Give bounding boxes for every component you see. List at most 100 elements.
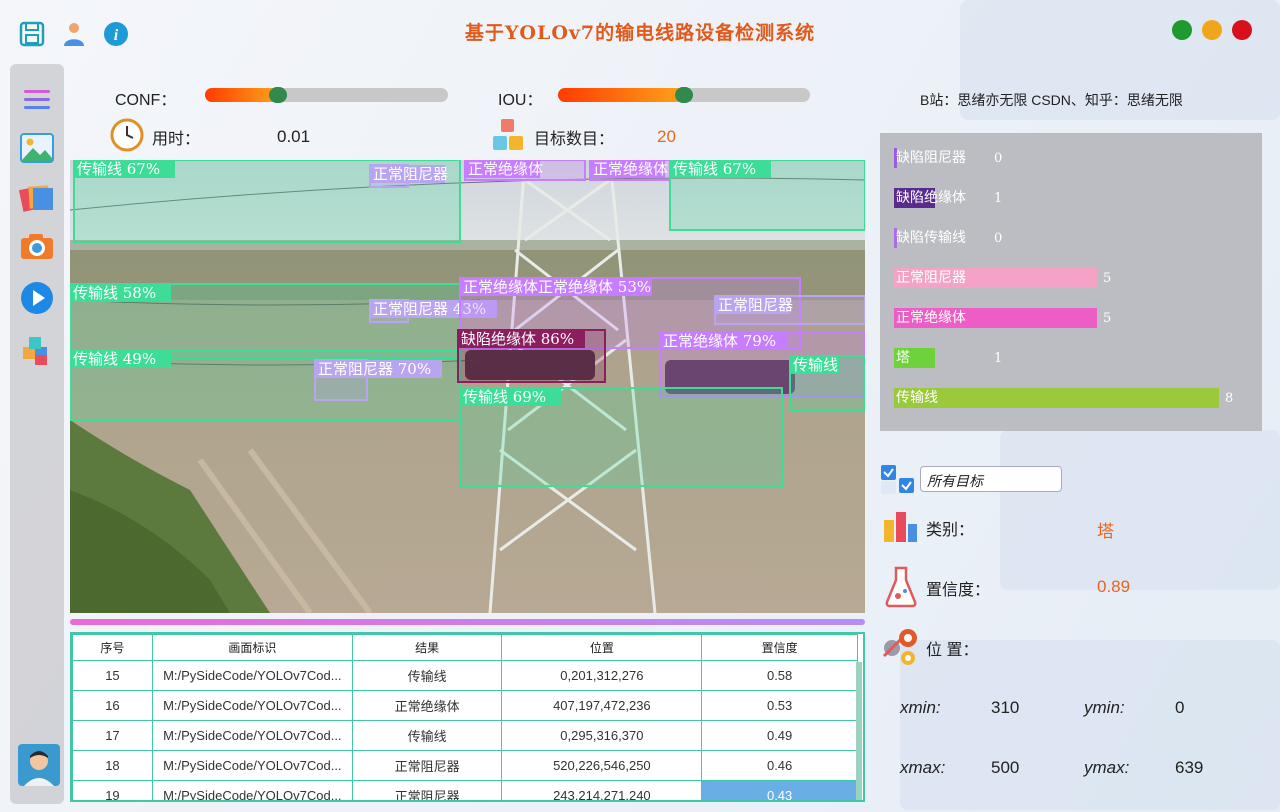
stat-label: 缺陷传输线 (896, 230, 966, 246)
detection-label: 正常绝缘体 79% (663, 332, 776, 350)
detection-label-bg (670, 160, 771, 178)
table-cell: 243,214,271,240 (501, 780, 703, 800)
column-header[interactable]: 结果 (351, 634, 503, 661)
checkbox-icon[interactable] (880, 464, 916, 500)
stat-bar: 正常绝缘体 (894, 308, 1097, 328)
table-cell: 0.53 (701, 690, 858, 721)
detection-label-bg (790, 356, 839, 374)
results-table[interactable]: 序号 画面标识 结果 位置 置信度 15 M:/PySideCode/YOLOv… (70, 632, 865, 802)
detection-label-bg (315, 360, 442, 378)
table-scrollbar[interactable] (856, 662, 862, 800)
sidebar (10, 64, 64, 804)
time-label: 用时： (152, 131, 201, 148)
column-header[interactable]: 位置 (501, 634, 703, 661)
avatar[interactable] (18, 744, 60, 786)
svg-text:i: i (114, 27, 119, 44)
table-cell: 0.58 (701, 660, 858, 691)
ymax-value: 639 (1175, 758, 1204, 777)
detection-label: 传输线 49% (73, 350, 156, 368)
window-controls (1172, 20, 1252, 40)
detection-label: 正常绝缘体 (593, 160, 668, 178)
info-icon[interactable]: i (102, 20, 130, 48)
position-label: 位 置： (926, 642, 979, 659)
stat-count: 5 (1103, 310, 1112, 326)
credit-text: B站：思绪亦无限 CSDN、知乎：思绪无限 (920, 92, 1183, 108)
play-icon[interactable] (10, 278, 64, 318)
cube-icon[interactable] (10, 330, 64, 370)
table-cell: 15 (72, 660, 153, 691)
detection-label-bg (370, 165, 445, 183)
category-value: 塔 (1097, 522, 1114, 541)
table-row-selected[interactable]: 19 M:/PySideCode/YOLOv7Cod... 正常阻尼器 243,… (72, 780, 858, 800)
detection-label-bg (460, 388, 561, 406)
stat-count: 1 (994, 350, 1003, 366)
table-cell: 正常阻尼器 (351, 750, 503, 781)
folder-icon[interactable] (10, 176, 64, 216)
target-select[interactable]: 所有目标 (920, 466, 1062, 492)
maximize-button[interactable] (1202, 20, 1222, 40)
minimize-button[interactable] (1172, 20, 1192, 40)
table-row[interactable]: 16 M:/PySideCode/YOLOv7Cod... 正常绝缘体 407,… (72, 690, 858, 721)
confidence-label: 置信度： (926, 582, 991, 599)
stat-bar: 缺陷绝缘体 (894, 188, 966, 208)
stat-bar: 传输线 (894, 388, 1219, 408)
detection-label: 正常阻尼器 70% (318, 360, 431, 378)
user-icon[interactable] (60, 20, 88, 48)
detection-label: 传输线 58% (73, 284, 156, 302)
stat-bar: 塔 (894, 348, 935, 368)
detection-label-bg (70, 284, 171, 302)
detection-label: 传输线 67% (77, 160, 160, 178)
stat-row: 正常阻尼器 5 (894, 267, 1111, 289)
iou-slider-handle[interactable] (675, 87, 693, 103)
close-button[interactable] (1232, 20, 1252, 40)
detection-label-bg (465, 160, 540, 178)
ymin-value: 0 (1175, 698, 1185, 717)
camera-icon[interactable] (10, 226, 64, 266)
stat-label: 传输线 (896, 390, 938, 406)
table-cell: 0.49 (701, 720, 858, 751)
table-cell: 407,197,472,236 (501, 690, 703, 721)
table-cell: 18 (72, 750, 153, 781)
save-icon[interactable] (18, 20, 46, 48)
iou-label: IOU： (498, 92, 543, 109)
table-cell: M:/PySideCode/YOLOv7Cod... (151, 780, 353, 800)
column-header[interactable]: 置信度 (701, 634, 858, 661)
detection-label: 正常阻尼器 (718, 296, 793, 314)
blocks-icon (492, 118, 526, 158)
iou-slider-fill (558, 88, 684, 102)
stat-count: 5 (1103, 270, 1112, 286)
table-cell: 传输线 (351, 720, 503, 751)
table-row[interactable]: 15 M:/PySideCode/YOLOv7Cod... 传输线 0,201,… (72, 660, 858, 691)
stat-count: 0 (994, 230, 1003, 246)
column-header[interactable]: 序号 (72, 634, 153, 661)
detection-label-bg (70, 350, 171, 368)
stat-count: 8 (1225, 390, 1234, 406)
iou-slider[interactable] (558, 87, 810, 103)
menu-icon[interactable] (10, 80, 64, 120)
image-icon[interactable] (10, 128, 64, 168)
conf-slider[interactable] (205, 87, 448, 103)
detection-label: 传输线 67% (673, 160, 756, 178)
stat-bar: 缺陷阻尼器 (894, 148, 966, 168)
detection-label: 缺陷绝缘体 86% (461, 330, 574, 348)
table-cell: 正常绝缘体 (351, 690, 503, 721)
flask-icon (884, 566, 918, 612)
count-label: 目标数目： (534, 131, 615, 148)
detection-label: 正常绝缘体 (468, 160, 543, 178)
table-row[interactable]: 18 M:/PySideCode/YOLOv7Cod... 正常阻尼器 520,… (72, 750, 858, 781)
table-row[interactable]: 17 M:/PySideCode/YOLOv7Cod... 传输线 0,295,… (72, 720, 858, 751)
table-cell: 正常阻尼器 (351, 780, 503, 800)
stat-label: 正常阻尼器 (896, 270, 966, 286)
detection-label: 正常绝缘体正常绝缘体 53% (463, 278, 651, 296)
conf-slider-handle[interactable] (269, 87, 287, 103)
stat-bar: 缺陷传输线 (894, 228, 966, 248)
detection-label-bg (458, 330, 585, 348)
conf-slider-fill (205, 88, 278, 102)
xmin-value: 310 (991, 698, 1020, 717)
table-cell: M:/PySideCode/YOLOv7Cod... (151, 720, 353, 751)
column-header[interactable]: 画面标识 (151, 634, 353, 661)
clock-icon (110, 118, 144, 156)
stat-count: 0 (994, 150, 1003, 166)
detection-image[interactable]: 传输线 67%正常绝缘体正常绝缘体传输线 67%正常阻尼器传输线 58%正常阻尼… (70, 160, 865, 613)
gear-icon (882, 626, 922, 670)
